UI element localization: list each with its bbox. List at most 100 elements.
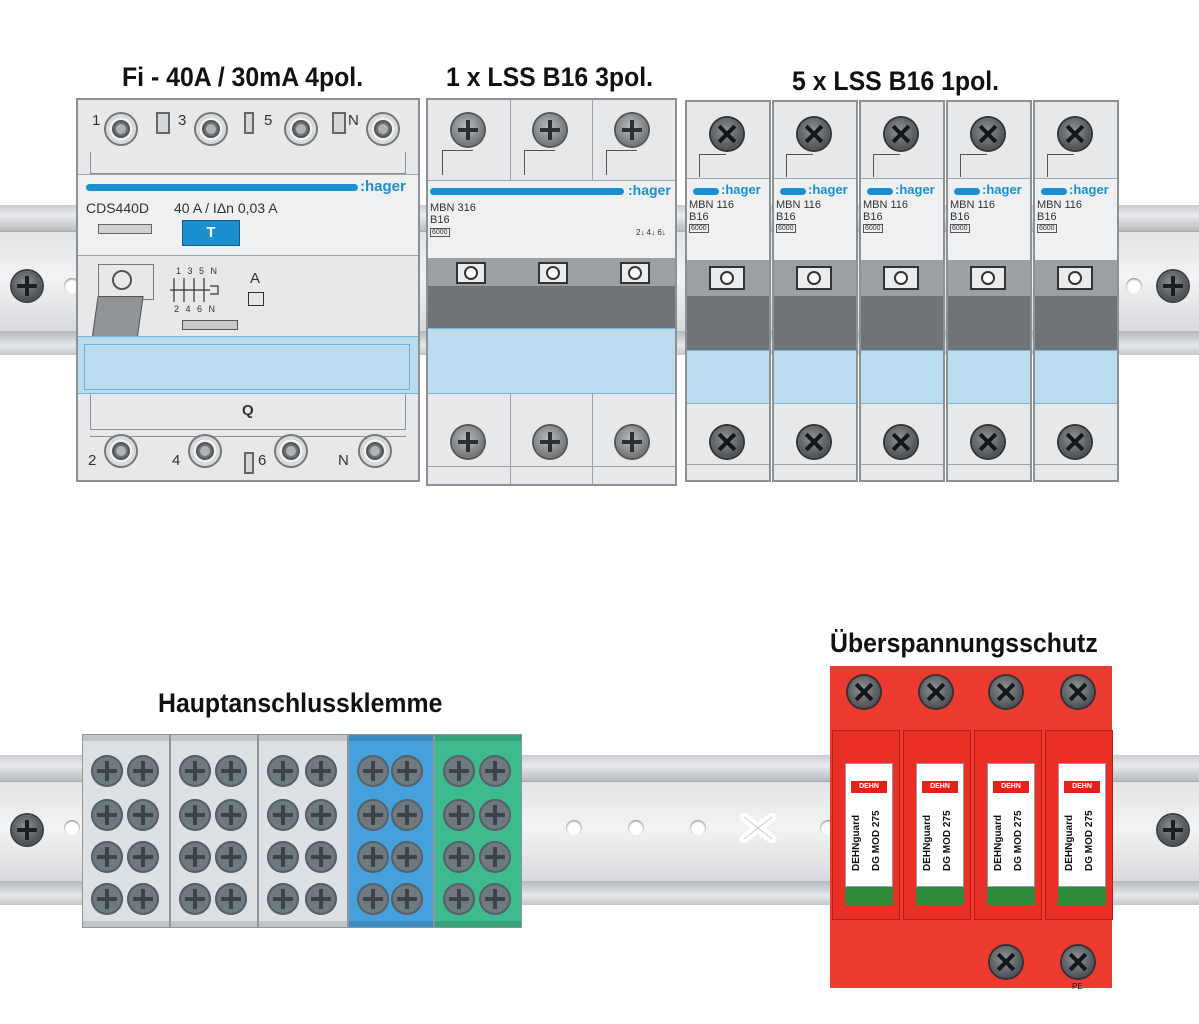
screw-icon[interactable] — [885, 426, 917, 458]
phillips-screw-icon[interactable] — [452, 114, 484, 146]
phillips-screw-icon[interactable] — [452, 426, 484, 458]
mcb-1pole: :hager MBN 116 B16 6000 — [1033, 100, 1119, 482]
terminal-screw-icon[interactable] — [215, 799, 247, 831]
terminal-screw-icon[interactable] — [267, 841, 299, 873]
terminal-screw-icon[interactable] — [127, 755, 159, 787]
terminal-screw-icon[interactable] — [391, 755, 423, 787]
screw-icon[interactable] — [1059, 426, 1091, 458]
screw-icon[interactable] — [972, 118, 1004, 150]
terminal-screw-icon[interactable] — [443, 841, 475, 873]
terminal-screw-icon[interactable] — [305, 755, 337, 787]
hager-logo: :hager — [982, 182, 1022, 197]
terminal-screw-icon[interactable] — [267, 883, 299, 915]
terminal-screw-icon[interactable] — [358, 434, 392, 468]
screw-icon[interactable] — [798, 118, 830, 150]
rcd-model: CDS440D — [86, 200, 150, 216]
terminal-screw-icon[interactable] — [357, 883, 389, 915]
terminal-screw-icon[interactable] — [274, 434, 308, 468]
terminal-screw-icon[interactable] — [267, 799, 299, 831]
terminal-screw-icon[interactable] — [194, 112, 228, 146]
phillips-screw-icon[interactable] — [616, 426, 648, 458]
terminal-screw-icon[interactable] — [443, 755, 475, 787]
mcb-toggle-bar[interactable] — [1035, 260, 1117, 350]
terminal-screw-icon[interactable] — [267, 755, 299, 787]
mcb-toggle-bar[interactable] — [861, 260, 943, 350]
terminal-screw-icon[interactable] — [104, 112, 138, 146]
screw-icon[interactable] — [920, 676, 952, 708]
terminal-block-grey — [258, 734, 348, 928]
terminal-label: 4 — [172, 452, 181, 469]
screw-icon[interactable] — [798, 426, 830, 458]
surge-module[interactable]: DEHN DEHNguard DG MOD 275 — [903, 730, 971, 920]
terminal-screw-icon[interactable] — [179, 799, 211, 831]
terminal-screw-icon[interactable] — [215, 755, 247, 787]
screw-icon[interactable] — [1062, 676, 1094, 708]
phillips-screw-icon[interactable] — [534, 114, 566, 146]
terminal-screw-icon[interactable] — [357, 841, 389, 873]
mcb-toggle-bar[interactable] — [948, 260, 1030, 350]
terminal-screw-icon[interactable] — [179, 883, 211, 915]
test-button[interactable]: T — [182, 220, 240, 246]
terminal-screw-icon[interactable] — [443, 883, 475, 915]
terminal-screw-icon[interactable] — [127, 799, 159, 831]
terminal-label: 2 — [88, 452, 97, 469]
hauptanschlussklemme-title: Hauptanschlussklemme — [158, 688, 443, 718]
terminal-screw-icon[interactable] — [357, 755, 389, 787]
screw-icon[interactable] — [990, 676, 1022, 708]
terminal-screw-icon[interactable] — [91, 799, 123, 831]
mcb-rating: B16 — [689, 211, 709, 223]
terminal-screw-icon[interactable] — [215, 883, 247, 915]
terminal-screw-icon[interactable] — [391, 799, 423, 831]
screw-icon[interactable] — [848, 676, 880, 708]
screw-icon[interactable] — [711, 118, 743, 150]
terminal-screw-icon[interactable] — [479, 799, 511, 831]
surge-module[interactable]: DEHN DEHNguard DG MOD 275 — [974, 730, 1042, 920]
terminal-screw-icon[interactable] — [479, 841, 511, 873]
terminal-screw-icon[interactable] — [479, 883, 511, 915]
terminal-screw-icon[interactable] — [479, 755, 511, 787]
terminal-screw-icon[interactable] — [391, 841, 423, 873]
terminal-screw-icon[interactable] — [357, 799, 389, 831]
terminal-block-grey — [170, 734, 258, 928]
terminal-screw-icon[interactable] — [284, 112, 318, 146]
terminal-screw-icon[interactable] — [305, 883, 337, 915]
terminal-label: 1 — [92, 112, 101, 129]
mcb-model: MBN 316 — [430, 202, 476, 214]
terminal-screw-icon[interactable] — [305, 799, 337, 831]
status-indicator — [1058, 887, 1106, 905]
terminal-screw-icon[interactable] — [305, 841, 337, 873]
pe-screw-icon[interactable] — [1062, 946, 1094, 978]
screw-icon[interactable] — [711, 426, 743, 458]
terminal-screw-icon[interactable] — [443, 799, 475, 831]
terminal-screw-icon[interactable] — [91, 883, 123, 915]
screw-icon[interactable] — [1059, 118, 1091, 150]
terminal-screw-icon[interactable] — [391, 883, 423, 915]
terminal-screw-icon[interactable] — [215, 841, 247, 873]
wave-symbol-icon — [248, 292, 264, 306]
terminal-screw-icon[interactable] — [188, 434, 222, 468]
terminal-screw-icon[interactable] — [91, 841, 123, 873]
phillips-screw-icon[interactable] — [616, 114, 648, 146]
terminal-screw-icon[interactable] — [91, 755, 123, 787]
terminal-screw-icon[interactable] — [127, 841, 159, 873]
rail-screw-icon — [1158, 815, 1188, 845]
terminal-screw-icon[interactable] — [179, 841, 211, 873]
terminal-block-blue — [348, 734, 434, 928]
mcb-toggle-bar[interactable] — [687, 260, 769, 350]
pe-screw-icon[interactable] — [990, 946, 1022, 978]
lss1-title: 5 x LSS B16 1pol. — [792, 66, 1000, 96]
mcb-toggle-bar[interactable] — [774, 260, 856, 350]
terminal-screw-icon[interactable] — [104, 434, 138, 468]
phillips-screw-icon[interactable] — [534, 426, 566, 458]
terminal-screw-icon[interactable] — [366, 112, 400, 146]
position-label: Q — [242, 402, 254, 419]
mcb-toggle-bar[interactable] — [428, 258, 675, 328]
terminal-label: N — [338, 452, 349, 469]
surge-module[interactable]: DEHN DEHNguard DG MOD 275 — [1045, 730, 1113, 920]
terminal-screw-icon[interactable] — [127, 883, 159, 915]
surge-protector: DEHN DEHNguard DG MOD 275 DEHN DEHNguard… — [830, 666, 1113, 991]
surge-module[interactable]: DEHN DEHNguard DG MOD 275 — [832, 730, 900, 920]
screw-icon[interactable] — [885, 118, 917, 150]
terminal-screw-icon[interactable] — [179, 755, 211, 787]
screw-icon[interactable] — [972, 426, 1004, 458]
